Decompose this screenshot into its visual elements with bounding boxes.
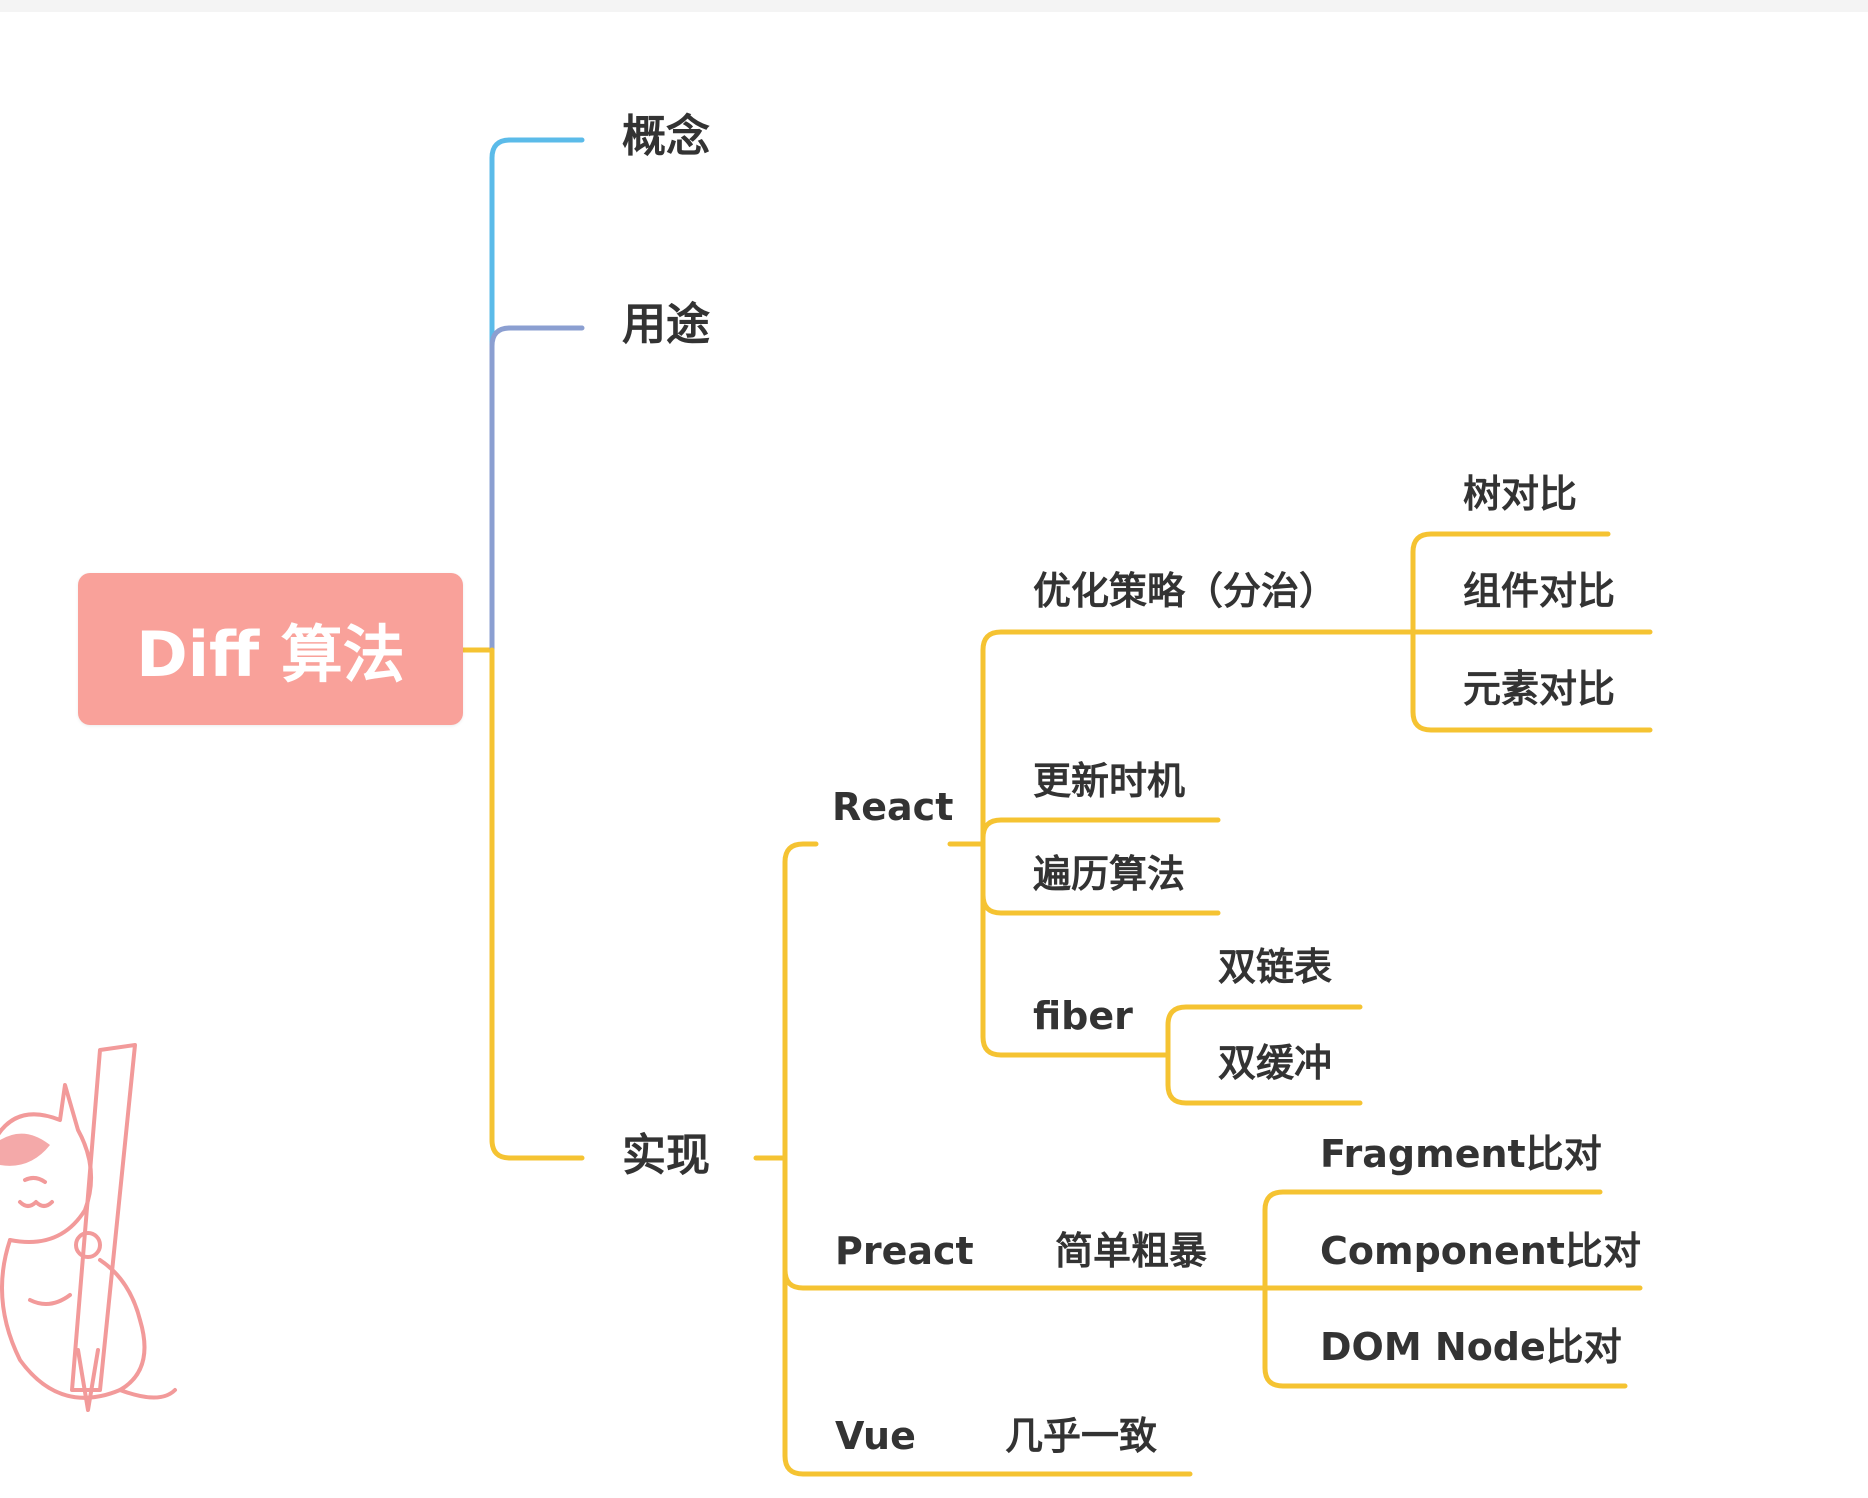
link-update-timing: [980, 817, 1221, 847]
link-impl: [489, 647, 585, 1161]
node-react[interactable]: React: [832, 785, 954, 829]
link-double-linked-list: [1165, 1004, 1363, 1058]
node-fragment-compare[interactable]: Fragment比对: [1320, 1132, 1602, 1176]
node-preact[interactable]: Preact: [835, 1229, 974, 1273]
node-domnode-compare[interactable]: DOM Node比对: [1320, 1325, 1622, 1369]
node-component-compare[interactable]: 组件对比: [1463, 569, 1616, 613]
link-fragment: [1262, 1189, 1603, 1291]
node-vue-desc[interactable]: 几乎一致: [1005, 1414, 1158, 1458]
link-react-strategy: [980, 629, 1416, 847]
root-label: Diff 算法: [136, 618, 405, 691]
root-node[interactable]: Diff 算法: [78, 573, 463, 725]
node-vue[interactable]: Vue: [835, 1414, 916, 1458]
link-usage: [489, 325, 585, 653]
top-bar: [0, 0, 1868, 12]
node-tree-compare[interactable]: 树对比: [1463, 472, 1578, 516]
node-usage[interactable]: 用途: [622, 299, 710, 350]
link-element-compare: [1410, 629, 1653, 733]
link-vue: [782, 1155, 1193, 1477]
node-update-timing[interactable]: 更新时机: [1033, 759, 1186, 803]
cat-mascot-icon: [0, 1043, 177, 1412]
node-double-linked-list[interactable]: 双链表: [1218, 945, 1333, 989]
node-component-compare-en[interactable]: Component比对: [1320, 1229, 1641, 1273]
node-impl[interactable]: 实现: [622, 1130, 710, 1181]
link-react: [782, 841, 819, 1161]
node-fiber[interactable]: fiber: [1033, 994, 1133, 1038]
node-preact-desc[interactable]: 简单粗暴: [1055, 1229, 1208, 1273]
node-double-buffer[interactable]: 双缓冲: [1218, 1041, 1333, 1085]
link-concept: [489, 137, 585, 653]
node-element-compare[interactable]: 元素对比: [1463, 667, 1616, 711]
link-domnode: [1262, 1285, 1628, 1389]
link-fiber: [980, 841, 1171, 1058]
link-tree-compare: [1410, 531, 1611, 635]
node-concept[interactable]: 概念: [622, 111, 710, 162]
link-double-buffer: [1165, 1052, 1363, 1106]
node-react-strategy[interactable]: 优化策略（分治）: [1033, 569, 1338, 613]
node-traversal-algo[interactable]: 遍历算法: [1033, 852, 1186, 896]
